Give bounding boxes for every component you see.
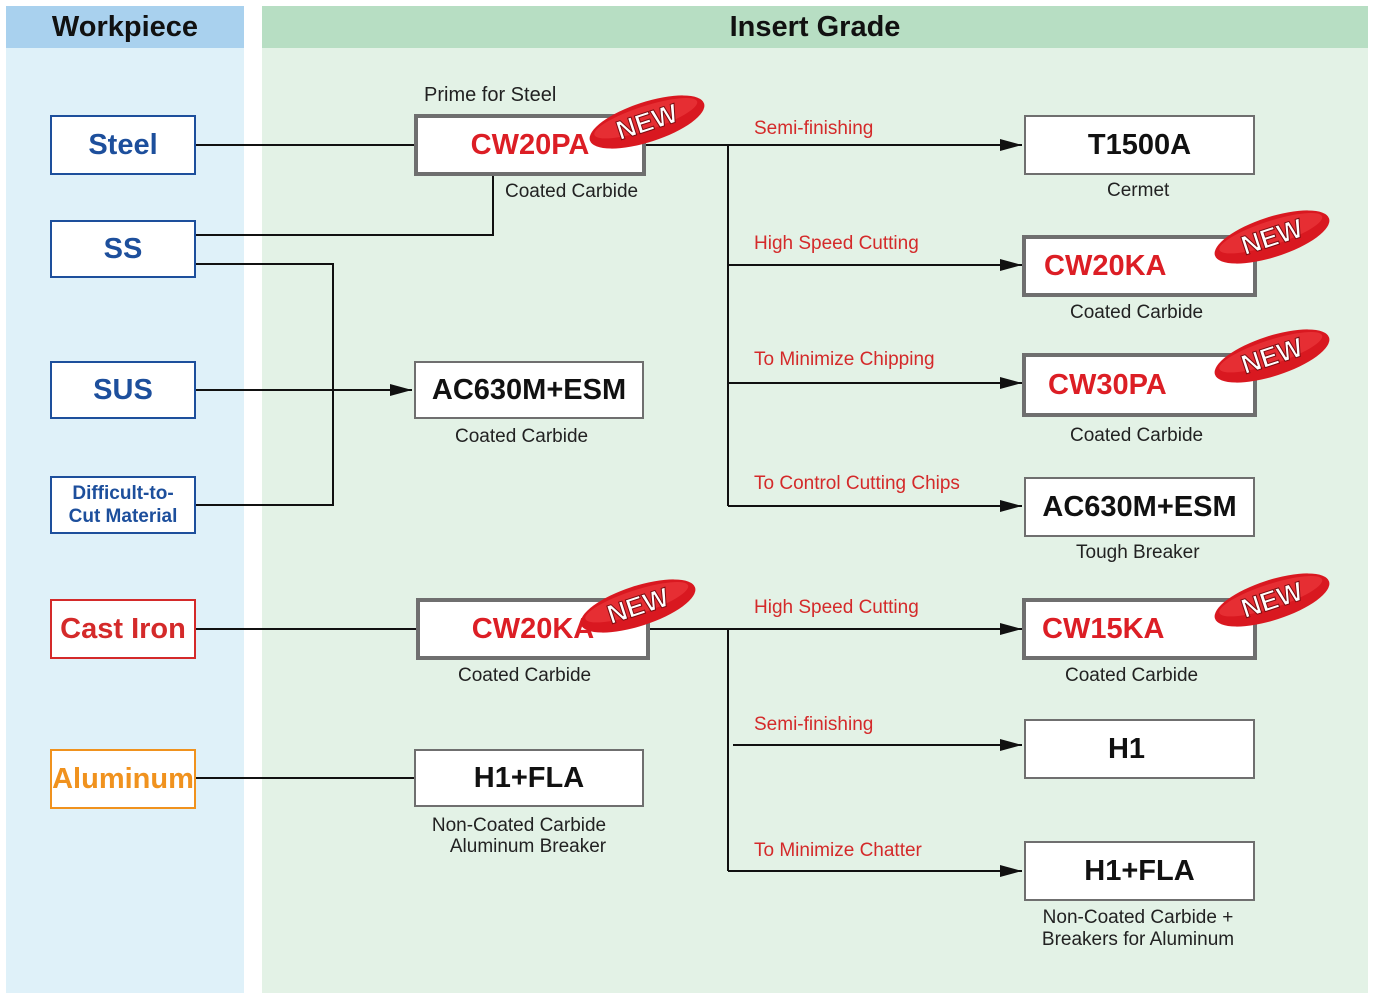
condition-high-speed-steel: High Speed Cutting [754,233,919,254]
insert-grade-header: Insert Grade [262,6,1368,48]
ac630m-sus-type: Coated Carbide [455,426,589,447]
condition-minimize-chatter: To Minimize Chatter [754,840,922,861]
al-type-line-2: Aluminum Breaker [449,836,607,857]
grade-h1: H1 [1024,719,1255,779]
condition-semi-finishing-steel: Semi-finishing [754,118,874,139]
chatter-type-line-2: Breakers for Aluminum [1041,929,1235,950]
condition-semi-finishing-cast: Semi-finishing [754,714,874,735]
ss-connector [196,176,494,236]
difficult-line-2: Cut Material [68,506,178,527]
cw20pa-type: Coated Carbide [505,181,639,202]
workpiece-cast-iron: Cast Iron [50,599,196,659]
ac630m-tough-type: Tough Breaker [1076,542,1200,563]
new-badge-icon: NEW [1214,210,1330,264]
condition-high-speed-cast: High Speed Cutting [754,597,919,618]
prime-for-steel-caption: Prime for Steel [424,84,557,106]
grade-h1-fla-chatter: H1+FLA [1024,841,1255,901]
grade-cw20ka-steel: CW20KA [1022,235,1257,297]
workpiece-sus: SUS [50,361,196,419]
cw20ka-steel-type: Coated Carbide [1070,302,1204,323]
new-badge-icon: NEW [1214,573,1330,627]
grade-cw30pa: CW30PA [1022,353,1257,417]
workpiece-difficult-to-cut: Difficult-to- Cut Material [50,476,196,534]
grade-t1500a: T1500A [1024,115,1255,175]
condition-control-chips: To Control Cutting Chips [754,473,960,494]
grade-ac630m-esm-tough: AC630M+ESM [1024,477,1255,537]
t1500a-type: Cermet [1107,180,1170,201]
grade-cw15ka: CW15KA [1022,598,1257,660]
workpiece-header: Workpiece [6,6,244,48]
new-badge-icon: NEW [580,579,696,633]
cw15ka-type: Coated Carbide [1065,665,1199,686]
chatter-type-line-1: Non-Coated Carbide + [1042,907,1234,928]
workpiece-aluminum: Aluminum [50,749,196,809]
new-badge-icon: NEW [589,95,705,149]
grade-h1-fla-aluminum: H1+FLA [414,749,644,807]
grade-ac630m-esm-sus: AC630M+ESM [414,361,644,419]
al-type-line-1: Non-Coated Carbide [431,815,607,836]
workpiece-ss: SS [50,220,196,278]
h1-fla-chatter-type: Non-Coated Carbide + Breakers for Alumin… [1018,907,1258,951]
cw20ka-cast-type: Coated Carbide [458,665,592,686]
workpiece-steel: Steel [50,115,196,175]
condition-minimize-chipping: To Minimize Chipping [754,349,935,370]
ss-to-sus-connector [196,263,334,506]
h1-fla-aluminum-type: Non-Coated Carbide Aluminum Breaker [404,815,634,857]
new-badge-icon: NEW [1214,329,1330,383]
cw30pa-type: Coated Carbide [1070,425,1204,446]
difficult-line-1: Difficult-to- [72,483,174,504]
